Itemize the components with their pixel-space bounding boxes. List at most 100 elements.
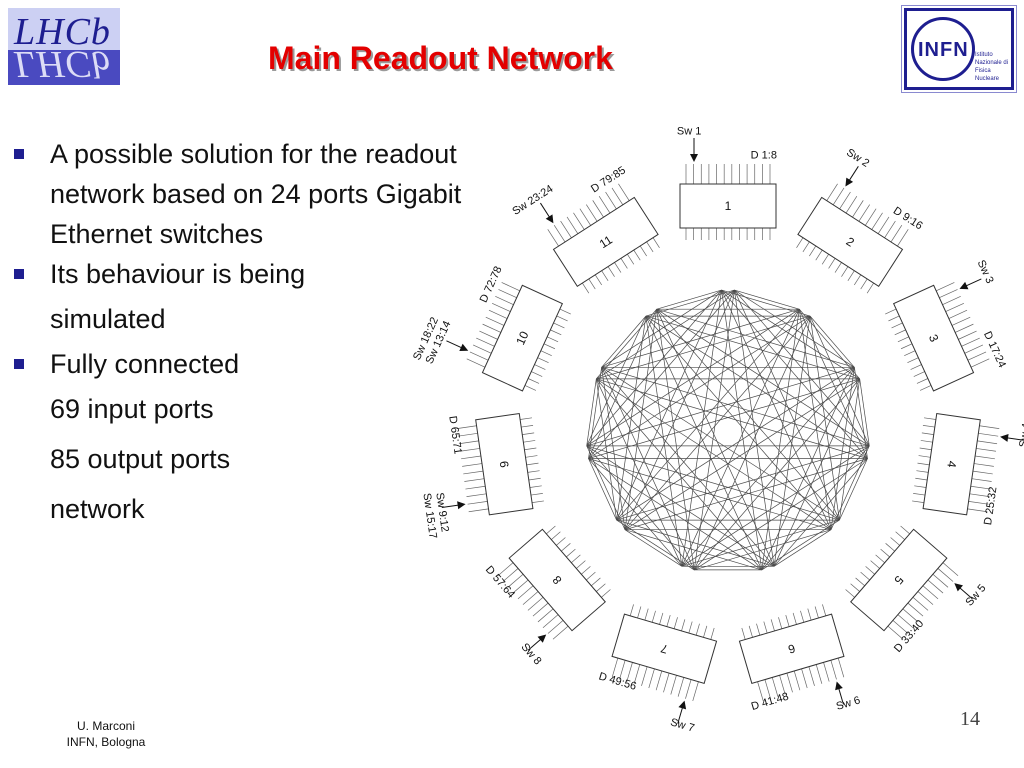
port-stub xyxy=(641,666,648,686)
port-stub xyxy=(945,302,965,312)
port-stub xyxy=(942,562,959,577)
source-arrow-head xyxy=(954,583,963,592)
source-arrow-head xyxy=(459,343,469,352)
port-stub xyxy=(527,470,540,473)
port-stub xyxy=(547,620,564,634)
port-stub xyxy=(566,216,579,234)
port-stub xyxy=(897,336,909,343)
port-stub xyxy=(497,562,514,577)
port-stub xyxy=(498,289,517,299)
mesh-link xyxy=(798,309,868,459)
port-stub xyxy=(633,249,641,261)
port-stub xyxy=(520,417,533,420)
source-label: Sw 6 xyxy=(835,694,862,712)
port-stub xyxy=(939,289,958,299)
port-stub xyxy=(885,308,897,315)
port-stub xyxy=(796,237,804,248)
mesh-link xyxy=(734,289,800,310)
port-stub xyxy=(948,309,968,319)
mesh-link xyxy=(681,519,840,567)
port-stub xyxy=(553,224,566,243)
destination-label: D 41:48 xyxy=(750,691,790,713)
port-stub xyxy=(845,196,858,214)
port-stub xyxy=(964,344,984,354)
port-stub xyxy=(793,670,801,691)
switch-number: 1 xyxy=(725,199,732,213)
mesh-link xyxy=(601,289,722,368)
port-stub xyxy=(890,537,900,546)
port-stub xyxy=(527,597,544,611)
mesh-link xyxy=(693,378,860,571)
source-arrow-head xyxy=(845,177,854,187)
mesh-link xyxy=(656,308,840,521)
bullet-sub-line: 85 output ports xyxy=(50,444,231,474)
port-stub xyxy=(977,440,998,445)
mesh-link xyxy=(645,315,832,530)
port-stub xyxy=(979,425,1000,429)
mesh-link xyxy=(645,315,763,571)
mesh-link xyxy=(596,315,811,380)
mesh-link xyxy=(596,289,735,380)
switch-number: 7 xyxy=(659,641,670,656)
port-stub xyxy=(710,627,715,640)
mesh-link xyxy=(624,309,658,530)
mesh-link xyxy=(586,445,775,567)
port-stub xyxy=(611,187,624,206)
bullet-sub-line: simulated xyxy=(50,304,166,334)
port-stub xyxy=(644,608,649,621)
port-stub xyxy=(703,625,708,638)
source-label: Sw 1 xyxy=(677,126,701,138)
port-stub xyxy=(479,330,498,340)
mesh-link xyxy=(588,458,617,521)
source-arrow-head xyxy=(690,154,698,162)
port-stub xyxy=(651,610,656,623)
port-stub xyxy=(808,666,815,686)
port-stub xyxy=(814,606,819,619)
bullet-text: A possible solution for the readout netw… xyxy=(50,139,462,249)
port-stub xyxy=(646,241,654,253)
mesh-link xyxy=(809,316,840,521)
mesh-link xyxy=(624,315,811,530)
port-stub xyxy=(815,249,823,261)
port-stub xyxy=(888,315,900,322)
port-stub xyxy=(972,470,993,475)
mesh-link xyxy=(645,315,860,380)
mesh-link xyxy=(809,315,855,368)
port-stub xyxy=(969,493,990,497)
mesh-link xyxy=(694,458,868,571)
port-stub xyxy=(517,585,534,600)
destination-label: D 9:16 xyxy=(891,205,925,233)
mesh-link xyxy=(721,289,868,459)
port-stub xyxy=(559,308,571,315)
port-stub xyxy=(748,625,753,638)
port-stub xyxy=(588,278,596,290)
port-stub xyxy=(880,548,890,558)
destination-label: D 25:32 xyxy=(982,486,999,526)
port-stub xyxy=(917,462,930,466)
port-stub xyxy=(551,531,561,540)
page-number: 14 xyxy=(960,708,980,730)
switch-box xyxy=(738,613,845,685)
port-stub xyxy=(845,589,855,598)
port-stub xyxy=(629,604,634,616)
mesh-link xyxy=(588,458,762,571)
switch-number: 4 xyxy=(944,460,959,469)
port-stub xyxy=(663,673,670,693)
port-stub xyxy=(626,662,633,682)
infn-logo-text: INFN xyxy=(918,39,969,61)
lhcb-logo-text: LHCb xyxy=(14,11,111,53)
port-stub xyxy=(655,670,663,691)
mesh-link xyxy=(693,290,735,570)
port-stub xyxy=(688,621,693,634)
port-stub xyxy=(978,432,999,437)
mesh-link xyxy=(586,378,597,446)
port-stub xyxy=(561,543,571,552)
port-stub xyxy=(914,485,927,488)
port-stub xyxy=(822,604,827,616)
port-stub xyxy=(633,664,641,684)
port-stub xyxy=(967,351,987,361)
source-label: Sw 9:12 xyxy=(433,492,451,533)
port-stub xyxy=(466,358,486,368)
mesh-link xyxy=(656,309,695,570)
